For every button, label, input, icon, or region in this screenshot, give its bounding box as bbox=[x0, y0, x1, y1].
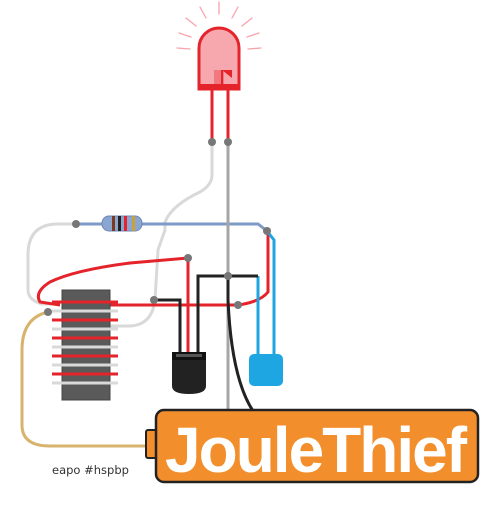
junction-nodes bbox=[44, 138, 271, 316]
wire-tan bbox=[20, 310, 150, 448]
led-glow-rays bbox=[176, 1, 262, 50]
led-legs bbox=[210, 90, 230, 142]
led-icon bbox=[197, 26, 241, 91]
battery-icon: JouleThief bbox=[145, 408, 480, 486]
wire-light-led bbox=[110, 142, 214, 328]
battery-label: JouleThief bbox=[165, 414, 468, 486]
credit-text: eapo #hspbp bbox=[52, 463, 129, 477]
capacitor-icon bbox=[249, 354, 283, 386]
wire-red-main bbox=[36, 256, 190, 372]
wire-light-left-loop bbox=[26, 222, 76, 306]
transistor-icon bbox=[172, 352, 206, 394]
coil-icon bbox=[52, 289, 118, 401]
resistor-icon bbox=[101, 215, 143, 232]
